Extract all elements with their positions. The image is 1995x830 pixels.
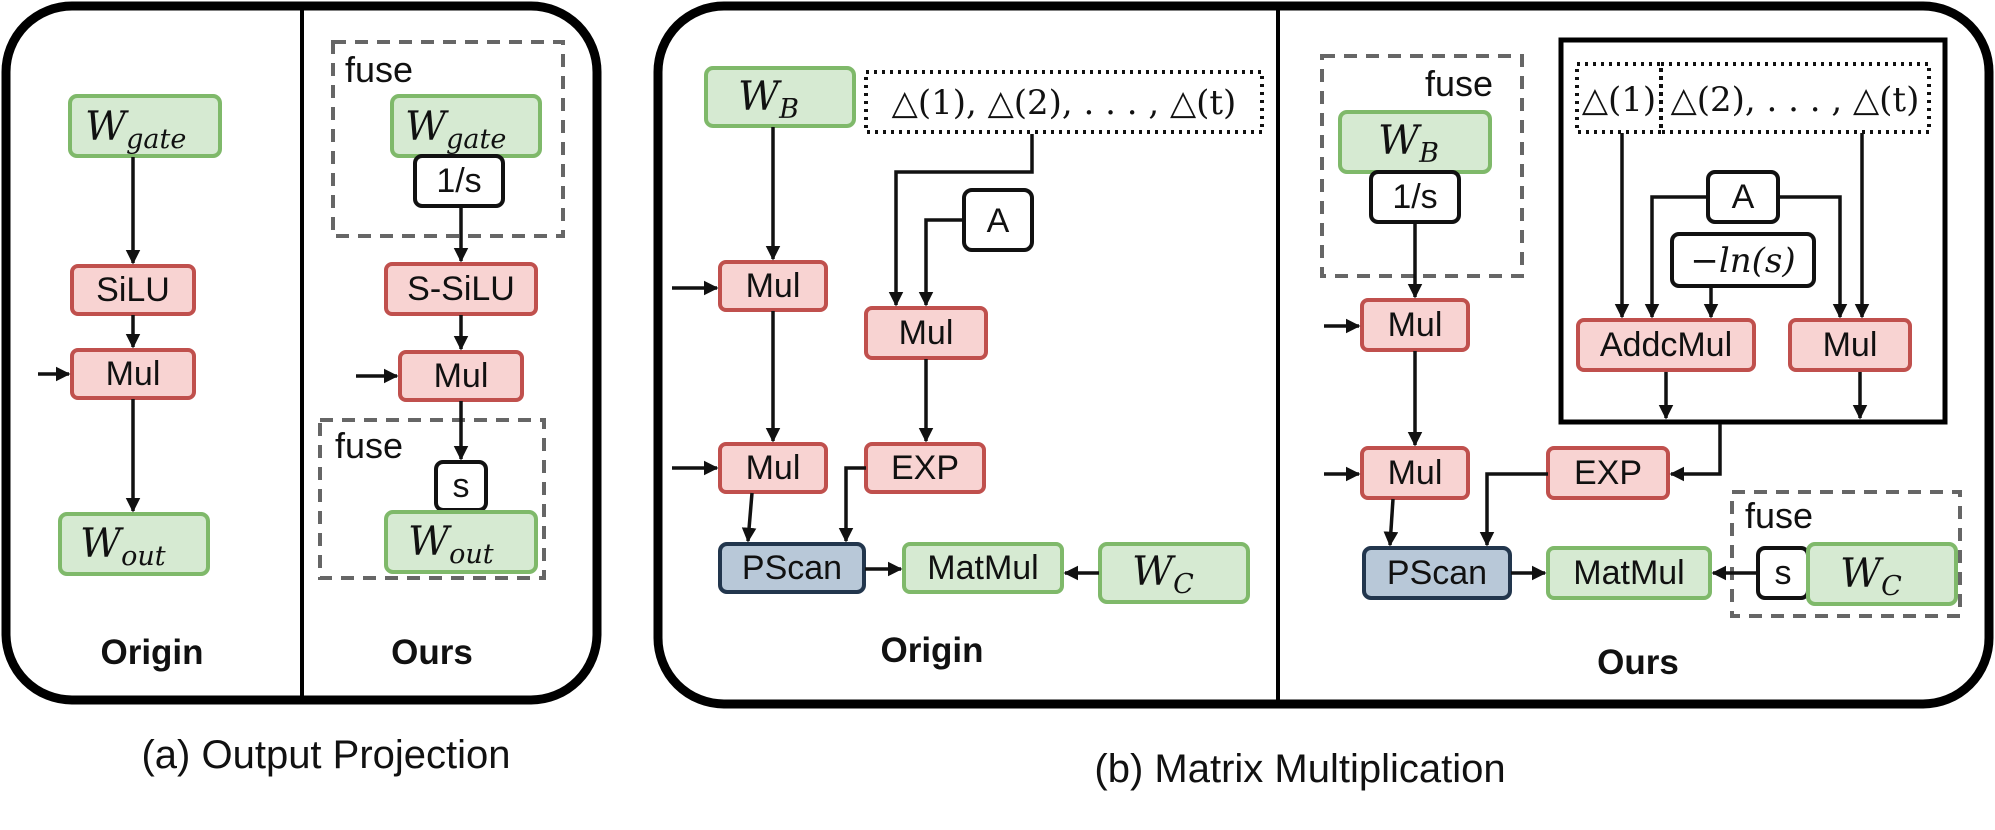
b-ours-addcmul-label: AddcMul	[1600, 326, 1732, 364]
a-origin-silu-box	[70, 264, 196, 316]
a-ours-s-label: s	[453, 467, 470, 505]
b-ours-w-b-label: WB	[1378, 118, 1439, 169]
b-origin-w-c-box	[1098, 542, 1250, 604]
a-origin-title: Origin	[100, 633, 203, 672]
b-ours-exp-label: EXP	[1574, 454, 1642, 492]
a-origin-w-out-label: Wout	[80, 521, 166, 572]
b-origin-deltas-label: △(1), △(2), . . . , △(t)	[892, 83, 1237, 123]
a-origin-w-gate-box	[68, 94, 222, 158]
b-origin-title: Origin	[880, 631, 983, 670]
a-ours-fuse-bottom-region	[318, 418, 546, 580]
b-ours-mul-right-box	[1788, 318, 1912, 372]
b-origin-w-b-label: WB	[738, 74, 799, 125]
a-ours-inv-s-label: 1/s	[436, 162, 481, 200]
panel-b-frame	[653, 1, 1994, 709]
b-origin-a-label: A	[987, 202, 1010, 240]
b-ours-w-c-box	[1806, 542, 1958, 606]
b-origin-pscan-box	[718, 542, 866, 594]
a-origin-silu-label: SiLU	[96, 271, 170, 309]
a-ours-s-silu-label: S-SiLU	[407, 270, 515, 308]
b-ours-w-c-label: WC	[1840, 551, 1902, 602]
b-ours-arrow-a-mulright	[1778, 195, 1848, 319]
a-ours-w-out-label: Wout	[408, 519, 494, 570]
b-ours-pscan-box	[1362, 546, 1512, 600]
b-ours-addcmul-box	[1576, 318, 1756, 372]
b-ours-arrow-exp-pscan	[1479, 472, 1548, 547]
a-origin-w-out-box	[58, 512, 210, 576]
b-ours-mul-right-label: Mul	[1823, 326, 1878, 364]
b-ours-mul-left-1-label: Mul	[1388, 306, 1443, 344]
b-origin-arrow-exp-pscan	[838, 466, 866, 543]
b-origin-arrow-deltas-mulmid	[888, 134, 1034, 307]
b-ours-neg-ln-s-box	[1670, 232, 1816, 288]
panel-b: WB △(1), △(2), . . . , △(t) A Mul Mul Mu…	[653, 1, 1994, 791]
b-origin-matmul-box	[902, 542, 1064, 594]
a-ours-mul-label: Mul	[434, 357, 489, 395]
b-origin-matmul-label: MatMul	[927, 549, 1038, 587]
a-origin-mul-label: Mul	[106, 355, 161, 393]
b-ours-fused-kernel-frame	[1558, 37, 1948, 425]
b-origin-deltas-box	[864, 70, 1264, 134]
panel-a-frame	[1, 1, 602, 705]
b-ours-fuse-bottom-label: fuse	[1745, 495, 1813, 536]
b-origin-w-b-box	[704, 66, 856, 128]
b-ours-delta-rest-label: △(2), . . . , △(t)	[1671, 80, 1920, 120]
b-origin-exp-label: EXP	[891, 449, 959, 487]
a-ours-fuse-top-label: fuse	[345, 49, 413, 90]
b-ours-delta-1-label: △(1)	[1582, 80, 1656, 120]
b-ours-mul-left-1-box	[1360, 298, 1470, 352]
a-ours-fuse-top-region	[331, 40, 565, 238]
a-ours-w-out-box	[384, 510, 538, 574]
panel-a: Wgate SiLU Mul Wout Origin fuse Wgate 1/…	[1, 1, 602, 777]
b-origin-pscan-label: PScan	[742, 549, 842, 587]
b-ours-fuse-bottom-region	[1730, 490, 1962, 618]
b-ours-matmul-label: MatMul	[1573, 554, 1684, 592]
b-caption: (b) Matrix Multiplication	[1094, 747, 1505, 791]
b-ours-fuse-top-region	[1320, 54, 1524, 278]
b-ours-a-label: A	[1732, 178, 1755, 216]
b-ours-inv-s-box	[1369, 170, 1461, 224]
b-origin-mul-left-2-box	[718, 442, 828, 494]
a-caption: (a) Output Projection	[141, 733, 510, 777]
b-ours-inv-s-label: 1/s	[1392, 178, 1437, 216]
b-ours-arrow-kernel-exp	[1669, 424, 1722, 482]
b-ours-matmul-box	[1546, 546, 1712, 600]
b-origin-w-c-label: WC	[1132, 549, 1194, 600]
b-origin-arrow-a-mulmid	[918, 218, 964, 307]
b-ours-pscan-label: PScan	[1387, 554, 1487, 592]
a-origin-w-gate-label: Wgate	[85, 104, 186, 155]
b-ours-s-label: s	[1775, 554, 1792, 592]
b-origin-mul-mid-label: Mul	[899, 314, 954, 352]
b-origin-mul-mid-box	[864, 306, 988, 360]
b-ours-fuse-top-label: fuse	[1425, 63, 1493, 104]
b-ours-arrow-a-addcmul	[1644, 195, 1708, 319]
b-origin-arrow-mul2-pscan	[741, 492, 757, 543]
b-ours-mul-left-2-label: Mul	[1388, 454, 1443, 492]
b-origin-mul-left-2-label: Mul	[746, 449, 801, 487]
b-ours-delta-1-box	[1575, 62, 1663, 134]
b-ours-mul-left-2-box	[1360, 446, 1470, 500]
a-ours-s-silu-box	[384, 262, 538, 316]
b-origin-mul-left-1-label: Mul	[746, 267, 801, 305]
b-origin-mul-left-1-box	[718, 260, 828, 312]
a-ours-w-gate-label: Wgate	[405, 104, 506, 155]
a-ours-inv-s-box	[413, 154, 505, 208]
b-ours-arrow-mul2-pscan	[1383, 498, 1399, 547]
a-ours-title: Ours	[391, 633, 473, 672]
b-ours-title: Ours	[1597, 643, 1679, 682]
a-origin-mul-box	[70, 348, 196, 400]
a-ours-fuse-bottom-label: fuse	[335, 425, 403, 466]
a-ours-mul-box	[398, 350, 524, 402]
b-ours-neg-ln-s-label: −ln(s)	[1690, 241, 1795, 281]
